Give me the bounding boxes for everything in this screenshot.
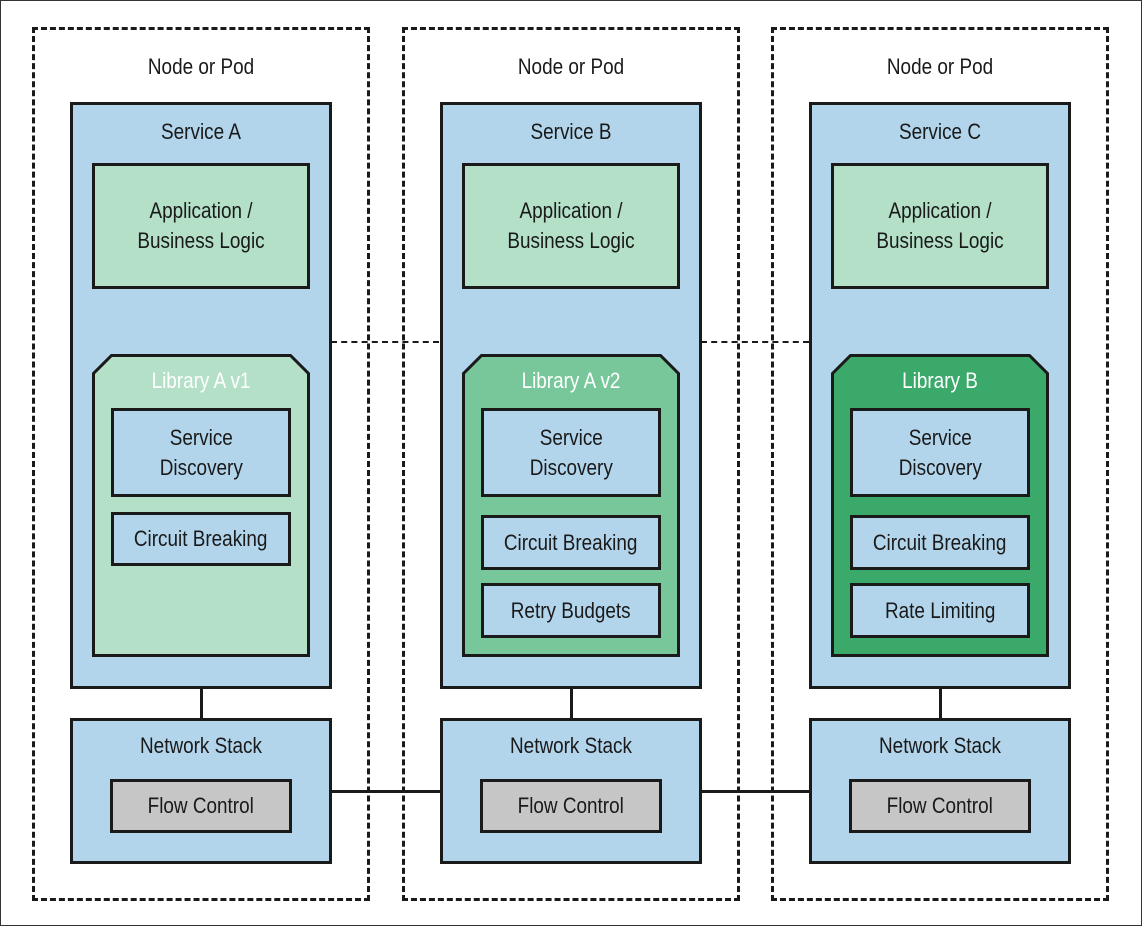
flow-control-box: Flow Control [110, 779, 292, 833]
service-network-link [938, 689, 942, 718]
library-feature-box: Service Discovery [111, 408, 291, 497]
business-logic-label: Application / Business Logic [876, 198, 1004, 253]
service-network-link [199, 689, 203, 718]
pod-boundary: Node or Pod [771, 27, 1109, 901]
pod-label: Node or Pod [886, 54, 994, 79]
library-label: Library A v1 [151, 368, 251, 393]
pod-boundary: Node or Pod [32, 27, 370, 901]
library-feature-label: Service Discovery [529, 424, 613, 480]
business-logic-label: Application / Business Logic [507, 198, 635, 253]
pod-boundary: Node or Pod [402, 27, 740, 901]
service-network-link [569, 689, 573, 718]
network-link-1 [332, 790, 441, 793]
flow-control-box: Flow Control [480, 779, 662, 833]
library-feature-label: Circuit Breaking [873, 529, 1007, 555]
flow-control-label: Flow Control [147, 793, 255, 818]
network-stack-label: Network Stack [510, 733, 632, 758]
library-feature-box: Service Discovery [850, 408, 1030, 497]
pod-label: Node or Pod [517, 54, 625, 79]
library-feature-box: Service Discovery [481, 408, 661, 497]
flow-control-label: Flow Control [517, 793, 625, 818]
library-feature-box: Circuit Breaking [850, 515, 1030, 570]
library-label: Library A v2 [521, 368, 621, 393]
pod-label: Node or Pod [147, 54, 255, 79]
business-logic-label: Application / Business Logic [137, 198, 265, 253]
network-link-2 [702, 790, 810, 793]
business-logic-box: Application / Business Logic [831, 163, 1049, 289]
service-link-dashed-2 [701, 341, 809, 343]
service-link-dashed-1 [331, 341, 439, 343]
library-feature-box: Circuit Breaking [111, 512, 291, 566]
library-container [92, 354, 310, 657]
library-feature-box: Rate Limiting [850, 583, 1030, 638]
library-shape [92, 354, 310, 657]
library-feature-label: Service Discovery [159, 424, 243, 480]
business-logic-box: Application / Business Logic [92, 163, 310, 289]
library-feature-label: Service Discovery [898, 424, 982, 480]
service-label: Service A [161, 119, 241, 144]
library-feature-label: Rate Limiting [884, 597, 996, 623]
flow-control-label: Flow Control [886, 793, 994, 818]
library-feature-label: Retry Budgets [511, 597, 631, 623]
service-label: Service B [530, 119, 612, 144]
network-stack-label: Network Stack [879, 733, 1001, 758]
library-feature-box: Retry Budgets [481, 583, 661, 638]
library-label: Library B [902, 368, 978, 393]
flow-control-box: Flow Control [849, 779, 1031, 833]
library-feature-label: Circuit Breaking [504, 529, 638, 555]
network-stack-label: Network Stack [140, 733, 262, 758]
business-logic-box: Application / Business Logic [462, 163, 680, 289]
library-feature-box: Circuit Breaking [481, 515, 661, 570]
library-feature-label: Circuit Breaking [134, 526, 268, 551]
service-label: Service C [898, 119, 981, 144]
